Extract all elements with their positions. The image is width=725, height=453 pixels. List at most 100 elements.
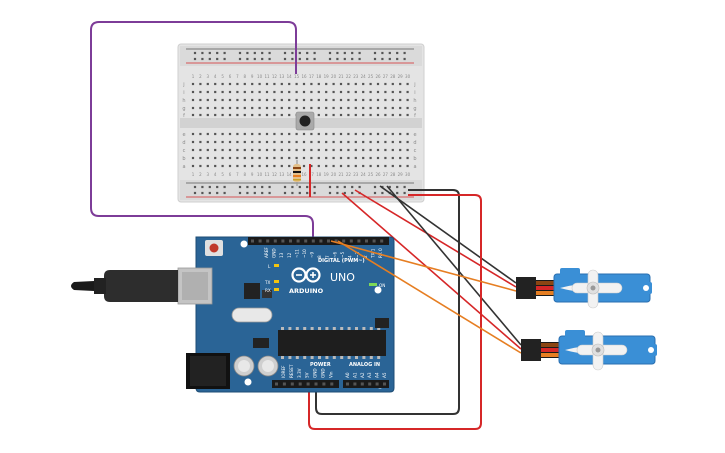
breadboard-hole[interactable]	[199, 132, 202, 136]
rail-hole[interactable]	[388, 51, 391, 55]
breadboard-hole[interactable]	[332, 140, 335, 144]
rail-hole[interactable]	[396, 51, 399, 55]
breadboard-hole[interactable]	[288, 90, 291, 94]
breadboard-hole[interactable]	[243, 90, 246, 94]
breadboard-hole[interactable]	[362, 98, 365, 102]
breadboard-hole[interactable]	[339, 140, 343, 144]
breadboard-hole[interactable]	[288, 140, 291, 144]
rail-hole[interactable]	[283, 191, 287, 195]
rail-hole[interactable]	[336, 57, 339, 61]
breadboard-hole[interactable]	[317, 82, 320, 86]
breadboard-hole[interactable]	[251, 90, 254, 94]
wire-black-servo-1[interactable]	[379, 185, 517, 284]
breadboard-hole[interactable]	[302, 106, 306, 110]
rail-hole[interactable]	[253, 51, 256, 55]
breadboard-hole[interactable]	[369, 132, 372, 136]
breadboard-hole[interactable]	[391, 132, 394, 136]
breadboard-hole[interactable]	[228, 164, 232, 168]
breadboard-hole[interactable]	[251, 98, 254, 102]
servo-motor[interactable]	[521, 330, 657, 371]
breadboard-hole[interactable]	[369, 113, 372, 117]
breadboard-hole[interactable]	[406, 113, 409, 117]
breadboard-hole[interactable]	[391, 156, 394, 160]
breadboard-hole[interactable]	[206, 90, 209, 94]
rail-hole[interactable]	[388, 185, 391, 189]
breadboard-hole[interactable]	[399, 90, 402, 94]
rail-hole[interactable]	[261, 191, 264, 195]
breadboard-hole[interactable]	[384, 164, 387, 168]
breadboard-hole[interactable]	[206, 140, 209, 144]
rail-hole[interactable]	[223, 185, 226, 189]
breadboard-hole[interactable]	[228, 156, 232, 160]
breadboard-hole[interactable]	[302, 90, 306, 94]
breadboard-hole[interactable]	[265, 90, 269, 94]
digital-header[interactable]	[248, 237, 389, 245]
breadboard-hole[interactable]	[221, 90, 224, 94]
breadboard-hole[interactable]	[339, 98, 343, 102]
breadboard-hole[interactable]	[332, 156, 335, 160]
breadboard-hole[interactable]	[191, 164, 195, 168]
breadboard-hole[interactable]	[347, 82, 350, 86]
rail-hole[interactable]	[351, 51, 354, 55]
breadboard-hole[interactable]	[384, 90, 387, 94]
breadboard-hole[interactable]	[310, 132, 313, 136]
breadboard-hole[interactable]	[339, 132, 343, 136]
breadboard-hole[interactable]	[243, 140, 246, 144]
rail-hole[interactable]	[396, 191, 399, 195]
breadboard-hole[interactable]	[191, 82, 195, 86]
rail-hole[interactable]	[283, 51, 287, 55]
breadboard-hole[interactable]	[228, 90, 232, 94]
rail-hole[interactable]	[343, 57, 346, 61]
breadboard-hole[interactable]	[288, 113, 291, 117]
breadboard-hole[interactable]	[206, 82, 209, 86]
breadboard-hole[interactable]	[280, 132, 283, 136]
breadboard-hole[interactable]	[354, 156, 357, 160]
breadboard-hole[interactable]	[243, 132, 246, 136]
breadboard-hole[interactable]	[384, 140, 387, 144]
breadboard-hole[interactable]	[243, 113, 246, 117]
breadboard-hole[interactable]	[199, 98, 202, 102]
rail-hole[interactable]	[328, 185, 332, 189]
breadboard-hole[interactable]	[399, 106, 402, 110]
rail-hole[interactable]	[193, 191, 197, 195]
breadboard-hole[interactable]	[273, 82, 276, 86]
breadboard-hole[interactable]	[206, 164, 209, 168]
breadboard-hole[interactable]	[221, 164, 224, 168]
rail-hole[interactable]	[291, 57, 294, 61]
breadboard-hole[interactable]	[325, 140, 328, 144]
breadboard-hole[interactable]	[325, 98, 328, 102]
breadboard-hole[interactable]	[369, 90, 372, 94]
breadboard-hole[interactable]	[280, 148, 283, 152]
breadboard-hole[interactable]	[354, 90, 357, 94]
breadboard-hole[interactable]	[214, 132, 217, 136]
breadboard-hole[interactable]	[310, 106, 313, 110]
breadboard-hole[interactable]	[339, 156, 343, 160]
rail-hole[interactable]	[328, 57, 332, 61]
breadboard-hole[interactable]	[325, 132, 328, 136]
breadboard-hole[interactable]	[221, 98, 224, 102]
breadboard-hole[interactable]	[258, 98, 261, 102]
breadboard-hole[interactable]	[251, 164, 254, 168]
breadboard-hole[interactable]	[243, 156, 246, 160]
breadboard-hole[interactable]	[214, 82, 217, 86]
breadboard-hole[interactable]	[214, 140, 217, 144]
breadboard-hole[interactable]	[199, 90, 202, 94]
breadboard-hole[interactable]	[406, 156, 409, 160]
breadboard-hole[interactable]	[288, 132, 291, 136]
breadboard-hole[interactable]	[288, 82, 291, 86]
breadboard-hole[interactable]	[273, 90, 276, 94]
breadboard-hole[interactable]	[332, 164, 335, 168]
breadboard-hole[interactable]	[199, 156, 202, 160]
breadboard-hole[interactable]	[214, 164, 217, 168]
breadboard-hole[interactable]	[332, 148, 335, 152]
breadboard-hole[interactable]	[236, 98, 239, 102]
breadboard-hole[interactable]	[317, 164, 320, 168]
breadboard-hole[interactable]	[191, 113, 195, 117]
breadboard-hole[interactable]	[384, 156, 387, 160]
breadboard-hole[interactable]	[265, 82, 269, 86]
rail-hole[interactable]	[238, 191, 242, 195]
breadboard-hole[interactable]	[391, 164, 394, 168]
breadboard-hole[interactable]	[273, 140, 276, 144]
breadboard-hole[interactable]	[354, 113, 357, 117]
breadboard-hole[interactable]	[206, 156, 209, 160]
